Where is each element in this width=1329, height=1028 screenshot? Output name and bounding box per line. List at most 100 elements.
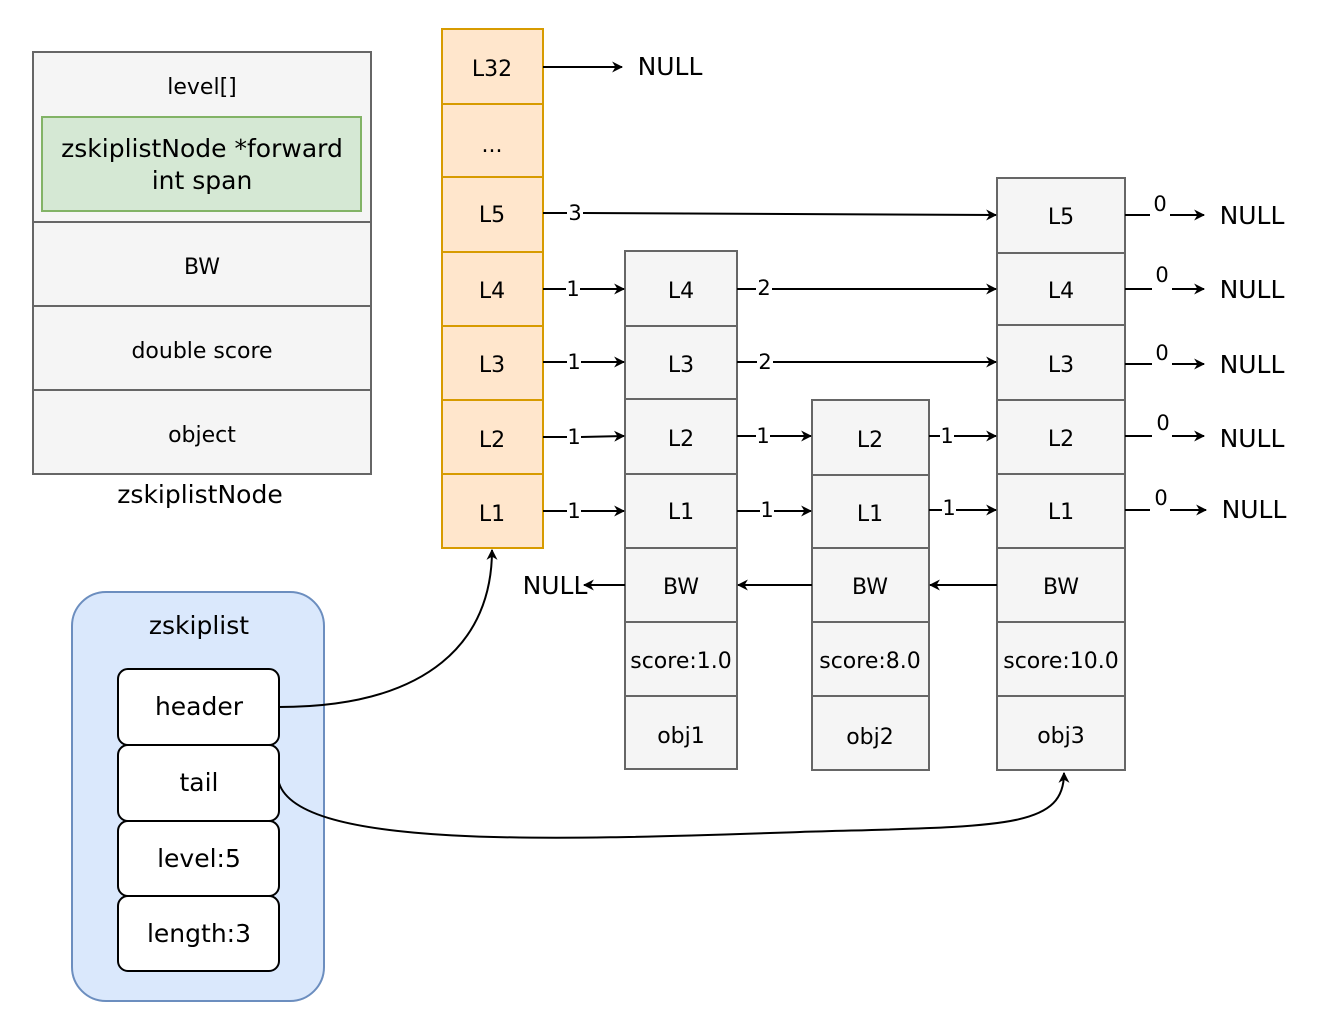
zskiplist-struct: zskiplist header tail level:5 length:3 [71, 591, 325, 1002]
header-level-4-label: L4 [479, 279, 505, 304]
node3-level-4-label: L4 [1048, 279, 1074, 304]
node-2: L2 L1 BW score:8.0 obj2 [811, 399, 930, 771]
node2-score-label: score:8.0 [819, 649, 921, 674]
span-header-l3: 1 [567, 350, 580, 374]
node2-object-label: obj2 [846, 725, 894, 750]
header-level-5-label: L5 [479, 203, 505, 228]
legend-backward-box [32, 221, 372, 307]
node3-object [996, 695, 1126, 771]
legend-score-box [32, 305, 372, 391]
node1-object [624, 695, 738, 770]
header-level-4 [441, 251, 544, 327]
node1-level-4-label: L4 [668, 279, 694, 304]
node2-object [811, 695, 930, 771]
span-header-l1: 1 [567, 499, 580, 523]
node2-backward [811, 547, 930, 623]
arrow-header-l5-b [582, 209, 998, 221]
forward-arrows [543, 61, 1208, 517]
legend-level-label: level[] [167, 75, 236, 100]
span-n1-l2: 1 [756, 424, 769, 448]
null-n3-l2: NULL [1220, 424, 1285, 453]
node3-level-3 [996, 324, 1126, 401]
node1-backward-label: BW [663, 575, 699, 600]
header-node: L32 ... L5 L4 L3 L2 L1 [441, 28, 544, 549]
legend-object-box [32, 389, 372, 475]
node2-level-1-label: L1 [857, 502, 883, 527]
node3-level-2-label: L2 [1048, 427, 1074, 452]
zskiplist-tail-label: tail [179, 768, 218, 797]
header-level-3-label: L3 [479, 353, 505, 378]
legend-level-entry [41, 116, 362, 212]
node3-level-5-label: L5 [1048, 205, 1074, 230]
header-level-2 [441, 399, 544, 475]
node3-object-label: obj3 [1037, 724, 1085, 749]
span-header-l4: 1 [566, 277, 579, 301]
node2-level-2-label: L2 [857, 428, 883, 453]
zskiplist-level-label: level:5 [157, 844, 241, 873]
node2-score [811, 621, 930, 697]
pointer-curves [278, 548, 1070, 839]
node3-level-2 [996, 399, 1126, 475]
node2-backward-label: BW [852, 575, 888, 600]
span-header-l2: 1 [567, 425, 580, 449]
span-n3-l2: 0 [1156, 411, 1169, 435]
node1-score [624, 621, 738, 697]
legend-forward-label: zskiplistNode *forward [61, 134, 343, 163]
null-labels: NULL NULL NULL NULL NULL NULL NULL [523, 52, 1287, 600]
span-n3-l4: 0 [1155, 263, 1168, 287]
node3-score [996, 621, 1126, 697]
legend-caption: zskiplistNode [117, 480, 282, 509]
span-n1-l1: 1 [760, 498, 773, 522]
span-header-l5: 3 [568, 201, 581, 225]
header-level-ellipsis [441, 103, 544, 178]
span-n3-l3: 0 [1155, 341, 1168, 365]
arrow-header-pointer [278, 548, 498, 708]
node2-level-2 [811, 399, 930, 476]
null-n3-l5: NULL [1220, 201, 1285, 230]
null-n1-backward: NULL [523, 571, 588, 600]
span-labels: 3 1 1 1 1 2 2 1 1 1 1 0 0 0 0 0 [566, 192, 1169, 523]
node3-level-3-label: L3 [1048, 353, 1074, 378]
node3-backward-label: BW [1043, 575, 1079, 600]
span-n1-l3: 2 [758, 350, 771, 374]
arrow-tail-pointer [278, 771, 1070, 839]
null-n3-l4: NULL [1220, 275, 1285, 304]
null-header-l32: NULL [638, 52, 703, 81]
node3-score-label: score:10.0 [1003, 649, 1119, 674]
header-level-2-label: L2 [479, 428, 505, 453]
null-n3-l3: NULL [1220, 350, 1285, 379]
node1-level-1-label: L1 [668, 500, 694, 525]
zskiplist-length-field [117, 895, 280, 972]
span-n3-l1: 0 [1154, 486, 1167, 510]
node3-level-1 [996, 473, 1126, 549]
span-n2-l1: 1 [942, 496, 955, 520]
zskiplist-header-label: header [155, 692, 244, 721]
legend-span-label: int span [152, 166, 253, 195]
node3-backward [996, 547, 1126, 623]
node1-level-3-label: L3 [668, 353, 694, 378]
node1-object-label: obj1 [657, 724, 705, 749]
header-level-1-label: L1 [479, 502, 505, 527]
node-3: L5 L4 L3 L2 L1 BW score:10.0 obj3 [996, 177, 1126, 771]
node-1: L4 L3 L2 L1 BW score:1.0 obj1 [624, 250, 738, 770]
legend-node: level[] zskiplistNode *forward int span … [32, 51, 372, 509]
zskiplist-length-label: length:3 [147, 919, 251, 948]
node1-score-label: score:1.0 [630, 649, 732, 674]
node2-level-1 [811, 474, 930, 549]
legend-object-label: object [168, 423, 236, 448]
span-n3-l5: 0 [1153, 192, 1166, 216]
node1-level-2-label: L2 [668, 427, 694, 452]
span-n2-l2: 1 [940, 424, 953, 448]
node3-level-1-label: L1 [1048, 500, 1074, 525]
span-n1-l4: 2 [757, 276, 770, 300]
legend-backward-label: BW [184, 255, 220, 280]
header-level-32-label: L32 [472, 57, 512, 82]
arrow-header-l2-b [580, 430, 626, 442]
node1-level-4 [624, 250, 738, 327]
legend-score-label: double score [131, 339, 272, 364]
zskiplist-title: zskiplist [149, 611, 249, 640]
node1-level-2 [624, 398, 738, 475]
header-ellipsis-label: ... [482, 133, 503, 158]
null-n3-l1: NULL [1222, 495, 1287, 524]
